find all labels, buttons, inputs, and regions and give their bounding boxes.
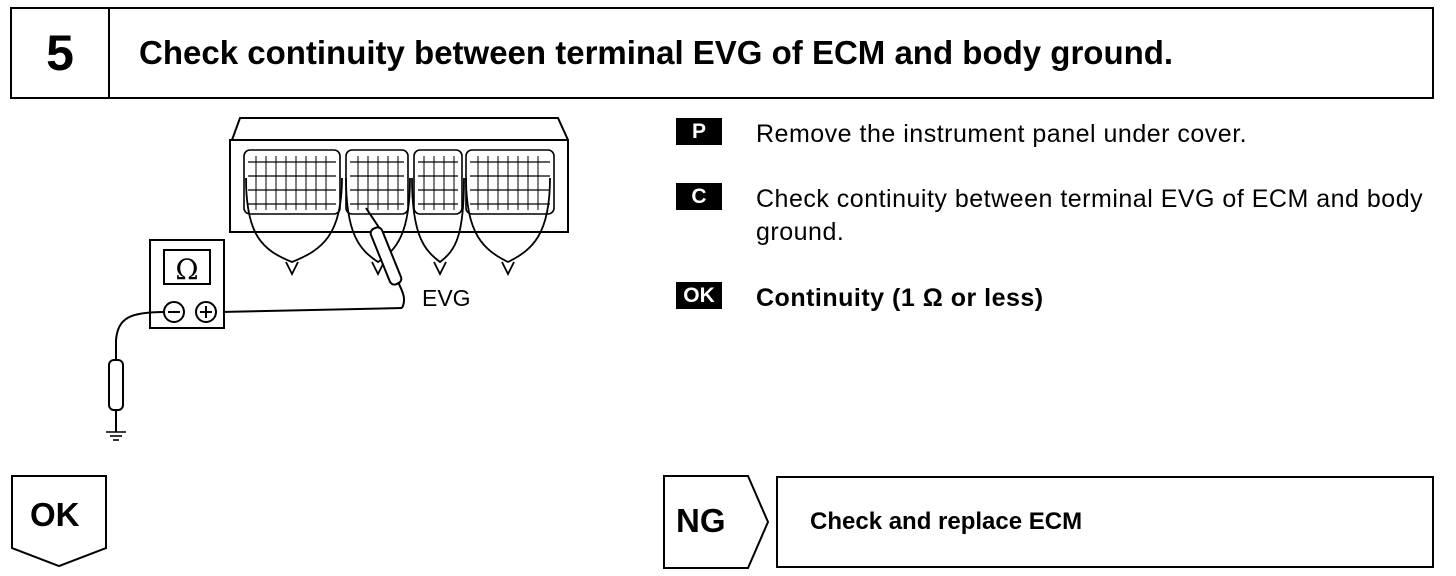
ecm-connectors: [243, 149, 555, 215]
instruction-row-ok: OK Continuity (1 Ω or less): [676, 282, 1044, 315]
negative-probe: [108, 359, 124, 432]
ng-result-arrow: [663, 475, 770, 569]
ng-result-label: NG: [676, 502, 726, 539]
ok-result-label: OK: [30, 496, 80, 533]
ohm-symbol: Ω: [175, 253, 198, 286]
instruction-row-prep: P Remove the instrument panel under cove…: [676, 118, 1247, 151]
ok-criteria-text: Continuity (1 Ω or less): [756, 284, 1044, 312]
ecm-continuity-diagram: Ω ⊖ ⊕ EVG: [106, 117, 569, 441]
ohmmeter: [149, 239, 225, 329]
ok-badge: OK: [676, 282, 722, 309]
prep-text: Remove the instrument panel under cover.: [756, 120, 1248, 148]
ng-action-text: Check and replace ECM: [810, 508, 1083, 535]
step-title: Check continuity between terminal EVG of…: [139, 34, 1174, 71]
step-number: 5: [12, 9, 110, 97]
check-badge: C: [676, 183, 722, 210]
step-header: 5 Check continuity between terminal EVG …: [10, 7, 1434, 99]
instruction-row-check: C Check continuity between terminal EVG …: [676, 183, 1436, 249]
evg-label: EVG: [422, 285, 471, 311]
negative-lead-wire: [115, 311, 165, 362]
positive-lead-wire: [219, 307, 403, 313]
ng-action-box: Check and replace ECM: [776, 476, 1434, 568]
prep-badge: P: [676, 118, 722, 145]
ground-symbol: [106, 431, 126, 441]
ok-result-arrow: [11, 475, 107, 568]
check-text: Check continuity between terminal EVG of…: [756, 185, 1424, 246]
wire-harnesses: [245, 177, 551, 277]
positive-probe: [365, 207, 406, 309]
ecm-unit: [229, 117, 569, 233]
